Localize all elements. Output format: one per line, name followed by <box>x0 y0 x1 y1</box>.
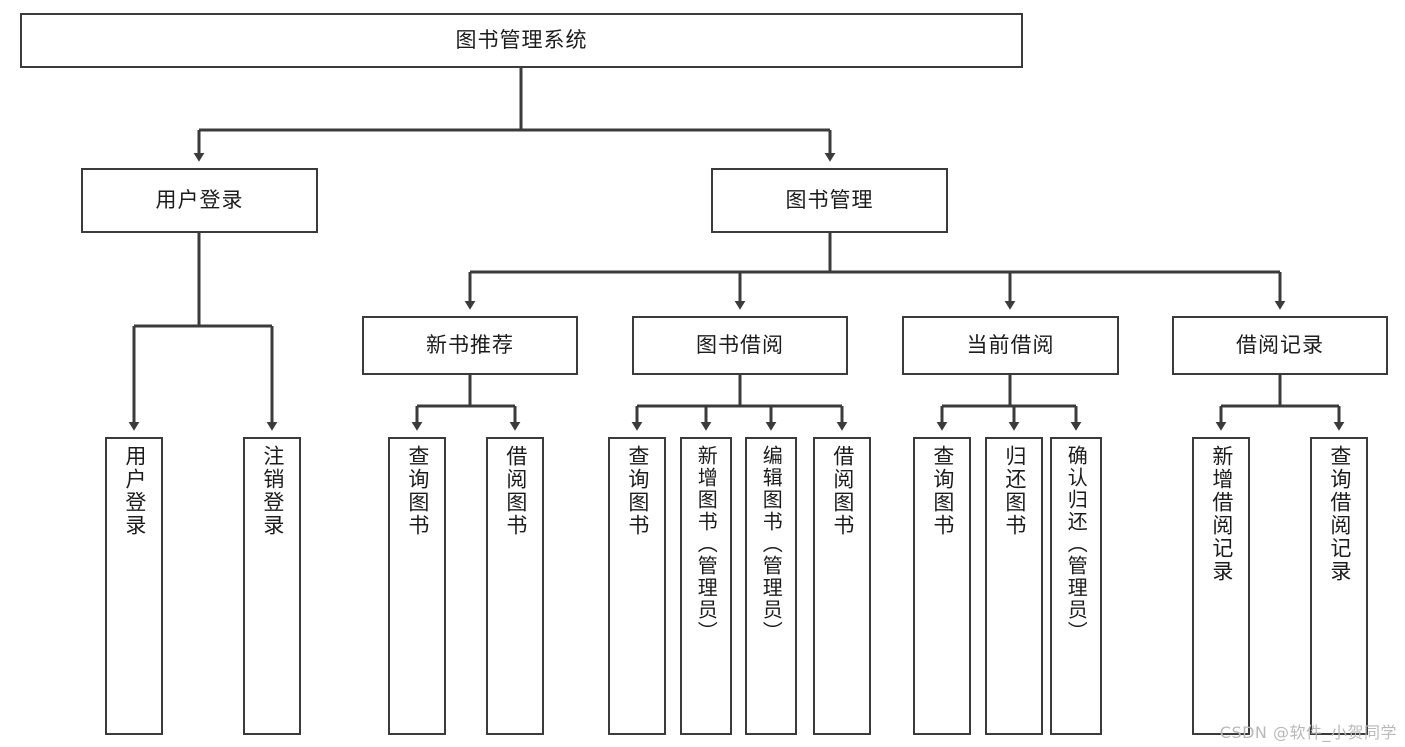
node-leaf-confirm-return[interactable]: 确认归还（管理员） <box>1050 437 1102 735</box>
node-leaf-borrow-book-1-label: 借阅图书 <box>503 445 528 537</box>
node-leaf-add-record[interactable]: 新增借阅记录 <box>1192 437 1250 735</box>
node-leaf-borrow-book-2[interactable]: 借阅图书 <box>813 437 871 735</box>
node-leaf-user-login-label: 用户登录 <box>122 445 147 537</box>
node-leaf-add-record-label: 新增借阅记录 <box>1209 445 1234 583</box>
node-leaf-borrow-book-2-label: 借阅图书 <box>830 445 855 537</box>
node-leaf-query-book-1[interactable]: 查询图书 <box>388 437 446 735</box>
node-leaf-add-book[interactable]: 新增图书（管理员） <box>680 437 732 735</box>
node-leaf-edit-book-label: 编辑图书（管理员） <box>759 445 784 643</box>
node-leaf-logout-label: 注销登录 <box>260 445 285 537</box>
node-root-label: 图书管理系统 <box>455 28 588 53</box>
node-leaf-return-book-label: 归还图书 <box>1002 445 1027 537</box>
node-leaf-borrow-book-1[interactable]: 借阅图书 <box>486 437 544 735</box>
node-new-book-rec[interactable]: 新书推荐 <box>362 316 578 375</box>
node-leaf-query-book-3[interactable]: 查询图书 <box>913 437 971 735</box>
node-leaf-query-record-label: 查询借阅记录 <box>1327 445 1352 583</box>
node-leaf-logout[interactable]: 注销登录 <box>243 437 301 735</box>
node-current-borrow[interactable]: 当前借阅 <box>902 316 1119 375</box>
node-borrow-record[interactable]: 借阅记录 <box>1172 316 1388 375</box>
node-book-borrow-label: 图书借阅 <box>696 333 784 358</box>
node-book-manage[interactable]: 图书管理 <box>711 168 948 233</box>
node-leaf-query-book-1-label: 查询图书 <box>405 445 430 537</box>
node-leaf-query-book-2[interactable]: 查询图书 <box>608 437 666 735</box>
node-leaf-confirm-return-label: 确认归还（管理员） <box>1064 445 1089 643</box>
node-book-borrow[interactable]: 图书借阅 <box>632 316 848 375</box>
node-leaf-user-login[interactable]: 用户登录 <box>105 437 163 735</box>
node-new-book-rec-label: 新书推荐 <box>426 333 514 358</box>
node-leaf-query-book-2-label: 查询图书 <box>625 445 650 537</box>
node-leaf-add-book-label: 新增图书（管理员） <box>694 445 719 643</box>
node-leaf-query-record[interactable]: 查询借阅记录 <box>1310 437 1368 735</box>
node-root[interactable]: 图书管理系统 <box>20 13 1023 68</box>
node-leaf-edit-book[interactable]: 编辑图书（管理员） <box>745 437 797 735</box>
node-current-borrow-label: 当前借阅 <box>966 333 1055 358</box>
node-user-login-label: 用户登录 <box>155 188 244 213</box>
node-borrow-record-label: 借阅记录 <box>1236 333 1324 358</box>
node-leaf-query-book-3-label: 查询图书 <box>930 445 955 537</box>
node-leaf-return-book[interactable]: 归还图书 <box>985 437 1043 735</box>
node-book-manage-label: 图书管理 <box>785 188 874 213</box>
node-user-login[interactable]: 用户登录 <box>81 168 318 233</box>
